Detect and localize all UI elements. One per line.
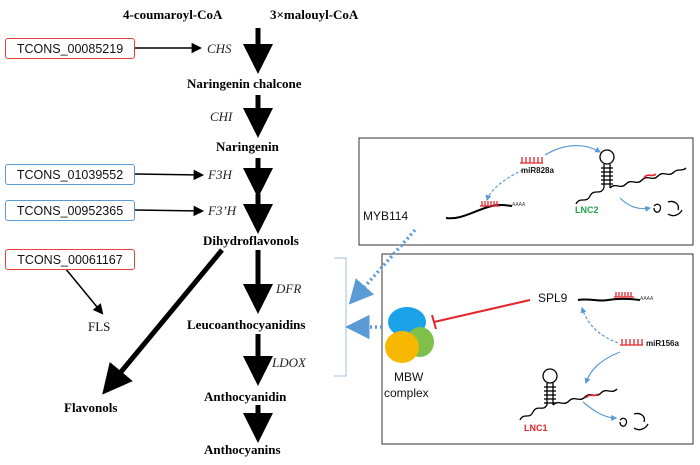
substrate-coumaroyl-coa: 4-coumaroyl-CoA	[123, 7, 223, 22]
arrow-t2-f3h	[134, 169, 205, 181]
arrow-to-flavonols	[102, 248, 224, 395]
myb114-mrna	[445, 201, 513, 220]
substrate-malonyl-coa: 3×malouyl-CoA	[270, 7, 359, 22]
arrow-lnc1-degradation	[582, 401, 618, 421]
arrow-myb114-to-pathway	[348, 228, 417, 305]
lnc2-degradation-fragments	[653, 200, 683, 217]
lnc2-target-site	[643, 173, 657, 179]
enzyme-ldox: LDOX	[272, 355, 306, 370]
spl9-mrna	[577, 292, 641, 302]
lnc1-hairpin	[519, 368, 618, 421]
lnc1-target-site	[585, 393, 599, 399]
label-complex: complex	[384, 386, 429, 400]
compound-naringenin-chalcone: Naringenin chalcone	[187, 76, 302, 91]
arrow-mir156a-to-lnc1	[584, 351, 621, 385]
enzyme-chs: CHS	[207, 41, 232, 56]
regulation-bracket	[334, 257, 347, 377]
label-myb114: MYB114	[363, 209, 409, 223]
transcript-box-t1: TCONS_00085219	[5, 38, 135, 59]
arrow-lnc2-degradation	[619, 197, 652, 212]
enzyme-dfr: DFR	[276, 281, 302, 296]
compound-anthocyanins: Anthocyanins	[204, 442, 281, 457]
arrow-t3-f3ph	[134, 205, 205, 217]
label-polya-myb114: AAAA	[512, 202, 526, 208]
enzyme-f3h: F3H	[208, 167, 232, 182]
transcript-arrows	[64, 42, 205, 315]
compound-leucoanthocyanidins: Leucoanthocyanidins	[187, 317, 306, 332]
transcript-box-t4: TCONS_00061167	[5, 249, 135, 270]
enzyme-f3ph: F3’H	[208, 203, 237, 218]
label-mir828a: miR828a	[521, 166, 554, 175]
mbw-blob-orange	[385, 331, 419, 363]
spl9-inhibits-mbw	[431, 299, 531, 330]
enzyme-chi: CHI	[210, 109, 233, 124]
enzyme-fls: FLS	[88, 319, 111, 334]
arrow-mir828a-to-myb114	[485, 169, 524, 202]
label-polya-spl9: AAAA	[640, 296, 654, 302]
label-mir156a: miR156a	[646, 339, 679, 348]
compound-naringenin: Naringenin	[216, 139, 279, 154]
mir156a-symbol	[620, 339, 643, 346]
lower-regulation-box	[381, 253, 694, 445]
mbw-complex-shape	[385, 307, 434, 363]
compound-dihydroflavonols: Dihydroflavonols	[203, 233, 299, 248]
compound-anthocyanidin: Anthocyanidin	[204, 389, 287, 404]
label-spl9: SPL9	[538, 291, 568, 305]
arrow-mir828a-to-lnc2	[544, 145, 602, 156]
upper-regulation-box	[358, 137, 694, 246]
arrow-t4-fls	[64, 267, 104, 315]
label-lnc1: LNC1	[524, 423, 548, 433]
compound-flavonols: Flavonols	[64, 400, 118, 415]
pathway-arrows	[102, 28, 273, 443]
lnc1-degradation-fragments	[619, 412, 649, 431]
transcript-box-t3: TCONS_00952365	[5, 200, 135, 221]
label-mbw: MBW	[394, 370, 424, 384]
mir828a-symbol	[520, 157, 543, 164]
transcript-box-t2: TCONS_01039552	[5, 164, 135, 185]
arrow-mir156a-to-spl9	[580, 306, 619, 344]
lnc2-hairpin	[575, 149, 687, 205]
label-lnc2: LNC2	[575, 205, 599, 215]
